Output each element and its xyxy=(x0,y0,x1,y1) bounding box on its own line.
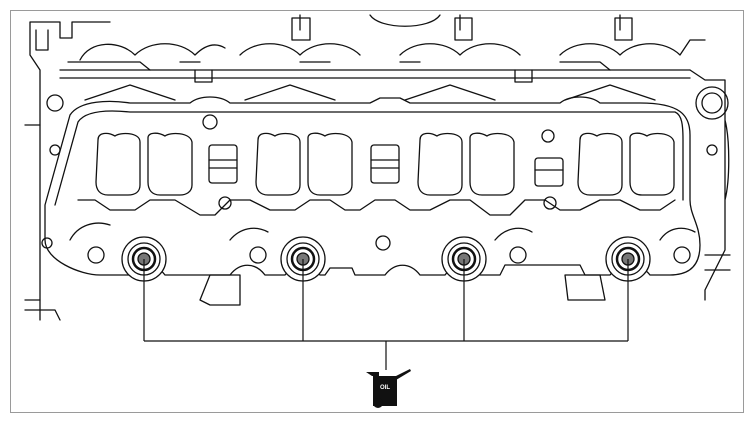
diagram-frame xyxy=(10,10,744,413)
oil-can-label: OIL xyxy=(380,385,390,391)
callout-leader-lines xyxy=(143,259,629,370)
cylinder-head-outline xyxy=(24,14,731,321)
oil-can-icon: OIL xyxy=(366,369,411,408)
intake-port-openings xyxy=(95,132,675,196)
